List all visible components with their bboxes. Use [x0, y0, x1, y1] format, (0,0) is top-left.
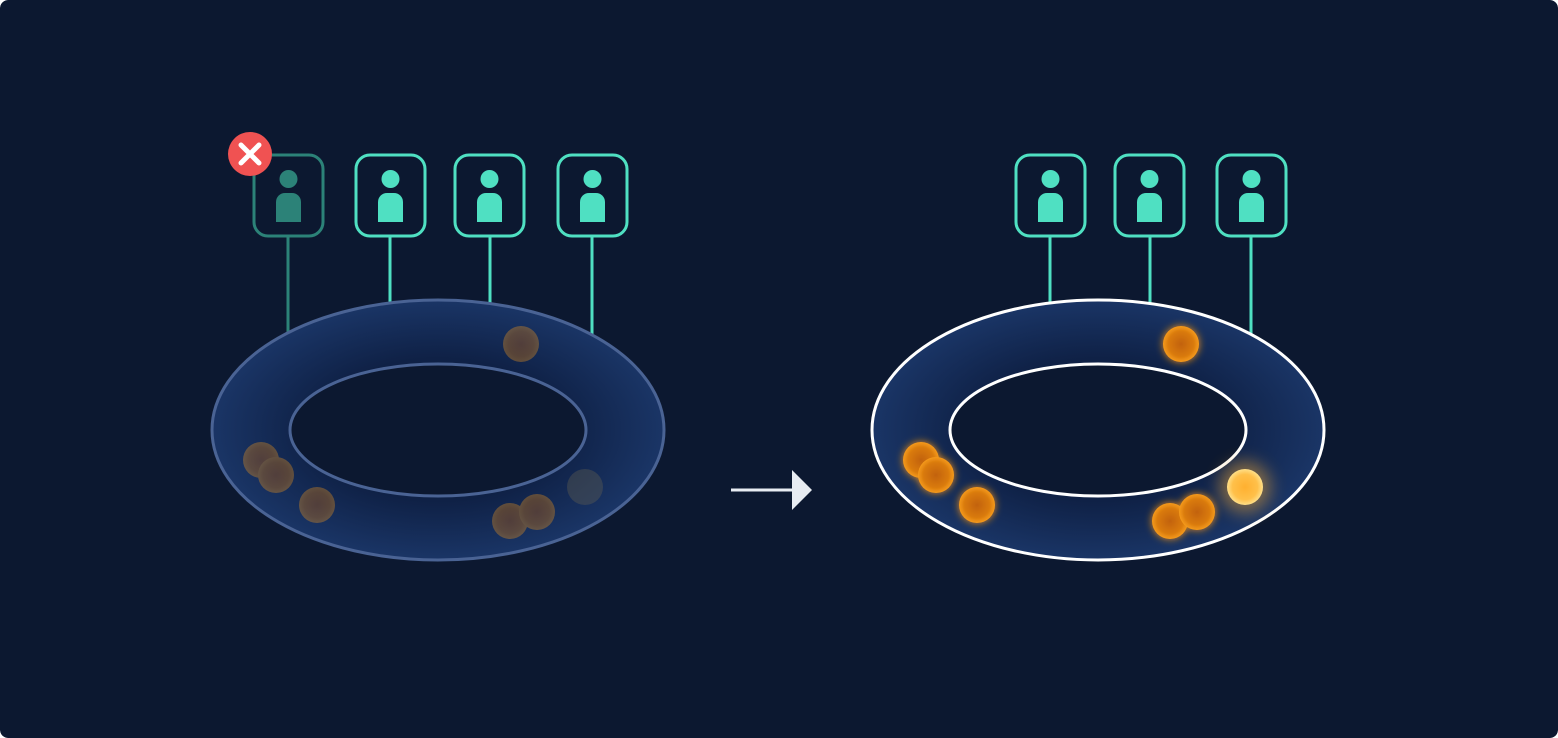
node-active [354, 153, 427, 238]
particle [258, 457, 294, 493]
particle [567, 469, 603, 505]
particle [1179, 494, 1215, 530]
before-state [210, 132, 666, 562]
after-state [870, 153, 1326, 562]
particle [299, 487, 335, 523]
arrow-right-icon [731, 470, 812, 510]
node-active [453, 153, 526, 238]
particle [519, 494, 555, 530]
user-icon [477, 170, 502, 222]
node-active [1014, 153, 1087, 238]
ring-inner [288, 362, 588, 498]
close-icon [228, 132, 272, 176]
particle-highlighted [1227, 469, 1263, 505]
particle [503, 326, 539, 362]
node-active [1215, 153, 1288, 238]
user-icon [1137, 170, 1162, 222]
hash-ring-before [210, 298, 666, 562]
node-failed [252, 153, 325, 238]
node-active [1113, 153, 1186, 238]
user-icon [1038, 170, 1063, 222]
user-icon [1239, 170, 1264, 222]
ring-inner [948, 362, 1248, 498]
particle [1163, 326, 1199, 362]
particles-before [243, 326, 603, 539]
particles-after [903, 326, 1271, 539]
node-active [556, 153, 629, 238]
particle [959, 487, 995, 523]
user-icon [580, 170, 605, 222]
hash-ring-after [870, 298, 1326, 562]
particle [918, 457, 954, 493]
user-icon [378, 170, 403, 222]
user-icon [276, 170, 301, 222]
